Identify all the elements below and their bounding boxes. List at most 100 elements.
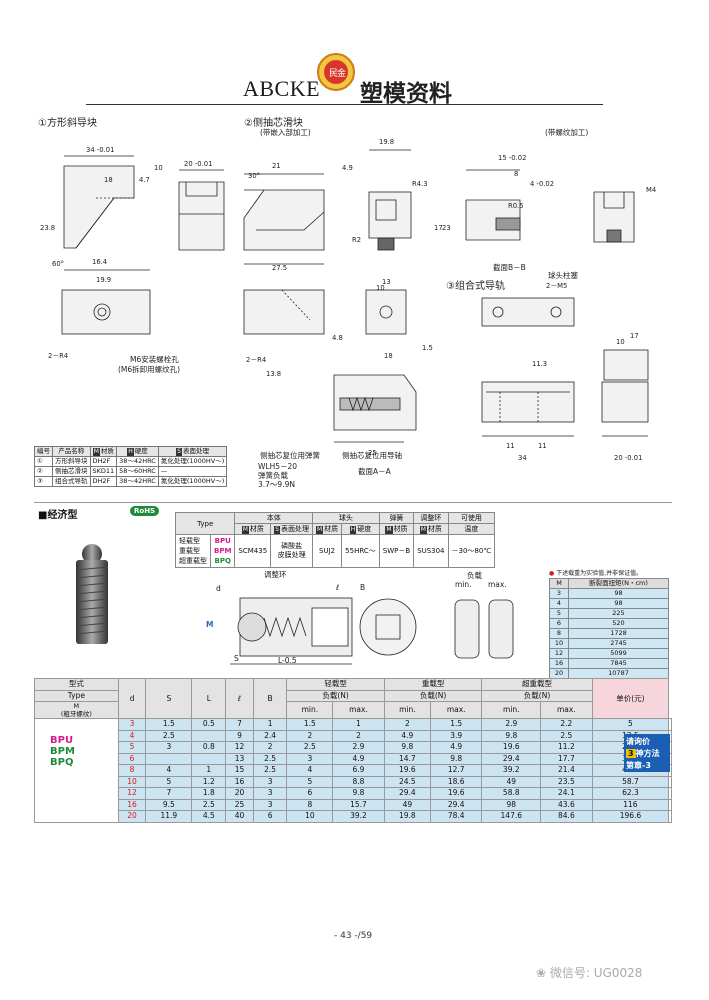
svg-text:15 -0.02: 15 -0.02: [498, 154, 526, 162]
wechat-icon: ❀: [536, 966, 547, 980]
svg-text:R0.5: R0.5: [508, 202, 524, 210]
svg-text:18: 18: [104, 176, 113, 184]
load-note: ● 下述载重为实验值,并非保证值。: [549, 570, 643, 577]
label-m: M: [206, 620, 214, 629]
section-note-2b: (带螺纹加工): [545, 128, 589, 137]
label-spring-spec2: 弹簧负载: [258, 471, 288, 480]
wechat-id: ❀ 微信号: UG0028: [536, 966, 643, 980]
label-section-aa: 截面A－A: [358, 467, 391, 476]
svg-text:8: 8: [514, 170, 518, 178]
svg-text:13.8: 13.8: [266, 370, 281, 378]
plunger-drawing: [230, 597, 514, 665]
svg-text:23.8: 23.8: [40, 224, 55, 232]
svg-text:21: 21: [272, 162, 281, 170]
mat-col-name: 产品名称: [52, 446, 91, 457]
svg-text:民: 民: [329, 68, 338, 79]
svg-text:10: 10: [616, 338, 625, 346]
label-adjust-ring: 调整环: [264, 570, 287, 579]
label-b: B: [360, 583, 366, 592]
page-number: - 43 -/59: [334, 931, 373, 941]
svg-text:27.5: 27.5: [272, 264, 287, 272]
label-s: S: [234, 654, 239, 663]
svg-text:34: 34: [518, 454, 527, 462]
svg-text:20 -0.01: 20 -0.01: [614, 454, 642, 462]
spec-type-header: Type: [174, 512, 236, 535]
section-note-2a: (带嵌入部加工): [260, 128, 311, 137]
label-spring-note2: 侧抽芯复位用导轴: [342, 451, 402, 460]
brand-cn: 塑模资料: [360, 81, 452, 107]
label-load: 负载: [467, 571, 482, 580]
label-ball-plunger: 球头柱塞: [548, 271, 578, 280]
label-m6-thread: (M6拆卸用螺纹孔): [118, 365, 181, 374]
ball-plunger-photo: [62, 540, 122, 650]
svg-text:1.5: 1.5: [422, 344, 433, 352]
label-d: d: [216, 584, 221, 593]
header-divider: [86, 104, 603, 105]
svg-text:4.9: 4.9: [342, 164, 353, 172]
svg-text:20 -0.01: 20 -0.01: [184, 160, 212, 168]
type-name-3: 超重载型: [179, 557, 207, 565]
section-title-2: ②侧抽芯滑块: [244, 118, 303, 129]
svg-text:30°: 30°: [248, 172, 260, 180]
label-ell: ℓ: [336, 583, 340, 592]
svg-text:34 -0.01: 34 -0.01: [86, 146, 114, 154]
mat-col-surface: 表面处理: [182, 447, 209, 455]
svg-text:23: 23: [442, 224, 451, 232]
svg-text:18: 18: [384, 352, 393, 360]
label-min: min.: [455, 580, 472, 589]
label-spring-spec3: 3.7～9.9N: [258, 480, 295, 489]
info-icon: ●: [549, 570, 555, 577]
svg-text:16.4: 16.4: [92, 258, 107, 266]
svg-text:10: 10: [376, 284, 385, 292]
label-section-bb: 截面B－B: [493, 263, 526, 272]
label-l: L-0.5: [278, 656, 297, 665]
svg-text:60°: 60°: [52, 260, 64, 268]
section-title-3: ③组合式导轨: [446, 281, 505, 292]
header-logo: 民 金: [316, 52, 356, 92]
svg-text:10: 10: [154, 164, 163, 172]
rohs-badge: RoHS: [130, 506, 160, 516]
mat-col-hardness: 硬度: [134, 447, 148, 455]
main-spec-table: 型式 d S L ℓ B 轻载型 重载型 超重载型 单价(元) Type 负载(…: [34, 678, 672, 823]
section-title-1: ①方形斜导块: [38, 118, 97, 129]
svg-text:4.7: 4.7: [139, 176, 150, 184]
type-code-bpu: BPU: [214, 537, 231, 545]
label-spring-spec1: WLH5－20: [258, 462, 298, 471]
svg-text:R2: R2: [352, 236, 361, 244]
svg-text:R4.3: R4.3: [412, 180, 428, 188]
technical-drawings: 34 -0.01 18 4.7 10 20 -0.01 23.8 60° 16.…: [40, 138, 656, 462]
svg-text:金: 金: [337, 67, 346, 79]
svg-text:11.3: 11.3: [532, 360, 547, 368]
svg-text:M4: M4: [646, 186, 656, 194]
svg-text:13: 13: [382, 278, 391, 286]
type-name-1: 轻载型: [179, 537, 200, 545]
label-max: max.: [488, 580, 507, 589]
svg-text:2－R4: 2－R4: [48, 352, 68, 360]
svg-text:25: 25: [368, 449, 377, 457]
